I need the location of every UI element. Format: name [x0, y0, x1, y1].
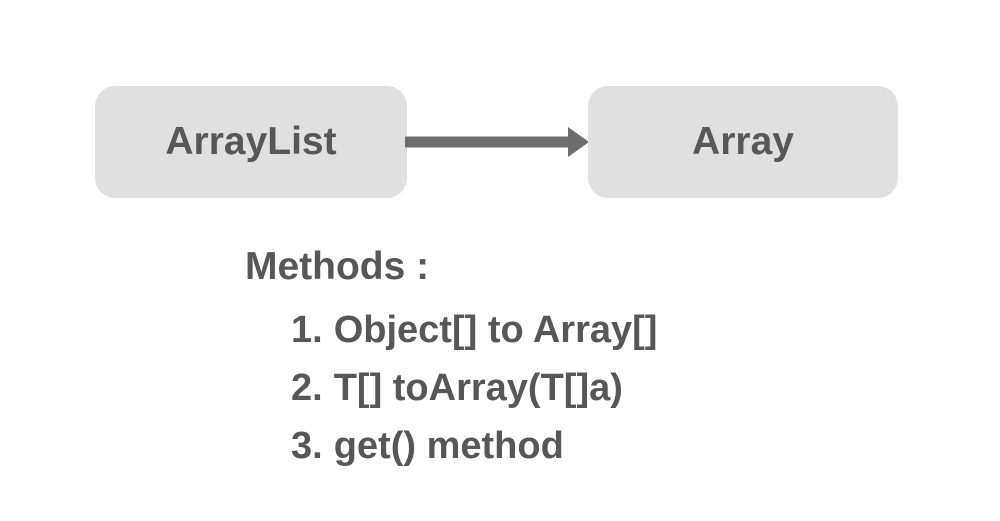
- methods-item-2: 2.T[] toArray(T[]a): [291, 359, 657, 417]
- arrow-head: [568, 127, 589, 157]
- node-array-label: Array: [692, 120, 794, 163]
- methods-item-3-number: 3.: [291, 425, 323, 467]
- methods-item-2-number: 2.: [291, 367, 323, 409]
- right-arrow-icon: [405, 127, 589, 157]
- methods-item-1: 1.Object[] to Array[]: [291, 301, 657, 359]
- methods-item-1-text: Object[] to Array[]: [333, 309, 658, 351]
- methods-heading: Methods :: [245, 245, 430, 288]
- methods-list: 1.Object[] to Array[] 2.T[] toArray(T[]a…: [291, 301, 657, 475]
- node-arraylist: ArrayList: [95, 86, 407, 198]
- methods-item-1-number: 1.: [291, 309, 323, 351]
- methods-item-3: 3.get() method: [291, 417, 657, 475]
- node-arraylist-label: ArrayList: [165, 120, 337, 163]
- methods-item-3-text: get() method: [333, 425, 564, 467]
- node-array: Array: [588, 86, 898, 198]
- methods-item-2-text: T[] toArray(T[]a): [333, 367, 623, 409]
